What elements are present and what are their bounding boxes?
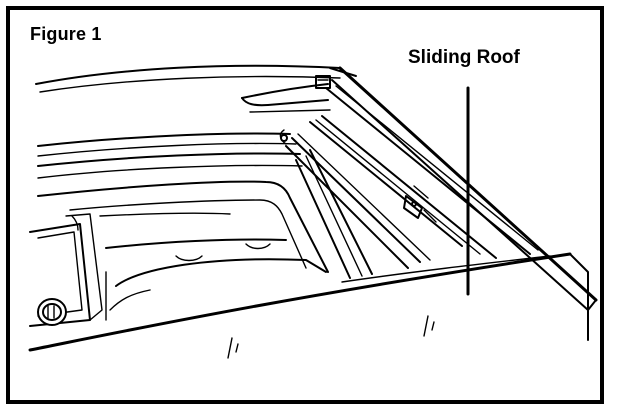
sliding-roof-callout: Sliding Roof: [408, 47, 520, 68]
sliding-roof-rails: [285, 85, 539, 279]
sliding-roof-line-drawing: [28, 64, 598, 359]
figure-frame: Figure 1 Sliding Roof: [6, 6, 604, 404]
left-control-module: [29, 213, 103, 327]
roof-rear-trim: [241, 75, 331, 113]
sliding-panel-mechanism: [279, 129, 437, 223]
headliner-markings: [227, 315, 435, 359]
sunroof-opening-frame: [37, 132, 303, 179]
interior-opening: [37, 180, 329, 321]
headliner-panel: [28, 252, 589, 352]
figure-title: Figure 1: [30, 24, 102, 44]
